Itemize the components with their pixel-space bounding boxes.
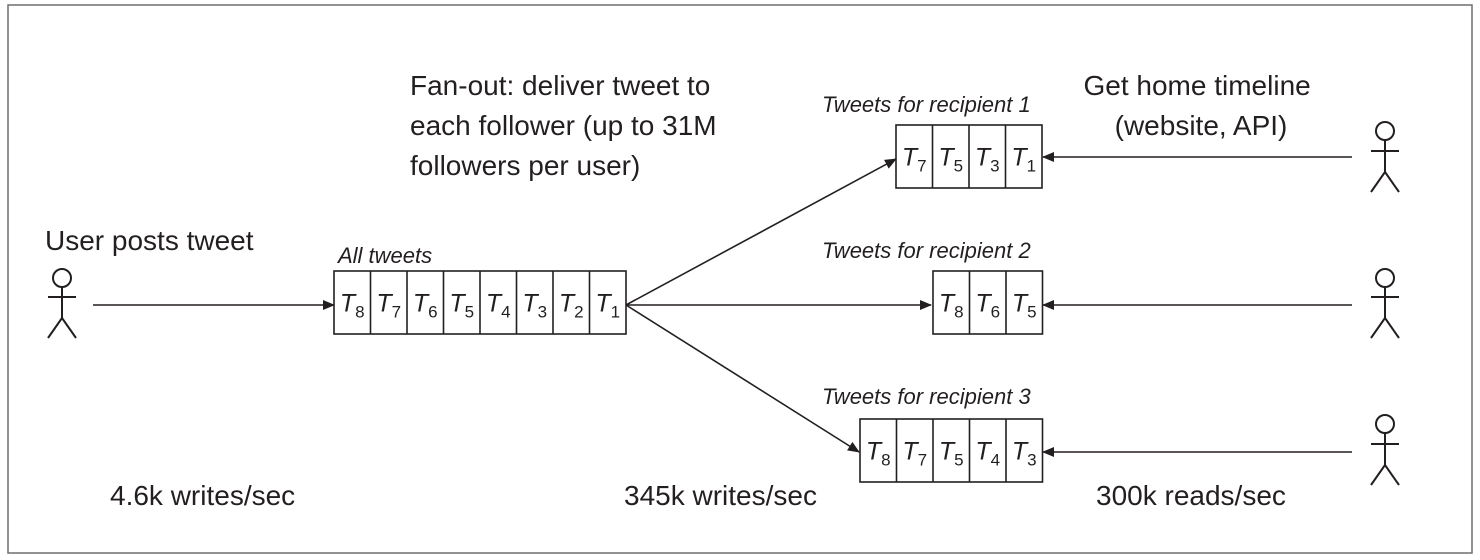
timeline-label-line-1: Get home timeline (1084, 70, 1311, 101)
all-tweets-tweet-cell: T4 (486, 290, 511, 322)
fanout-arrow-recipient-1 (625, 158, 897, 306)
reader-user-icon-2 (1370, 268, 1400, 339)
user-posts-label: User posts tweet (45, 225, 254, 256)
recipient-1-tweet-cell: T5 (938, 144, 963, 176)
all-tweets-caption: All tweets (336, 243, 432, 268)
recipient-2-caption: Tweets for recipient 2 (822, 238, 1031, 263)
recipient-1-queue: T7 T5 T3 T1 (895, 124, 1043, 189)
all-tweets-tweet-cell: T1 (595, 290, 620, 322)
recipient-2-tweet-cell: T8 (939, 290, 964, 322)
fanout-writes-rate-label: 345k writes/sec (624, 480, 817, 511)
recipient-2-box (932, 270, 1044, 335)
recipient-1-tweet-cell: T7 (902, 144, 927, 176)
all-tweets-tweet-cell: T7 (376, 290, 401, 322)
recipient-3-caption: Tweets for recipient 3 (822, 384, 1031, 409)
fanout-label-line-3: followers per user) (410, 150, 640, 181)
posting-user-icon (47, 268, 77, 339)
recipient-3-tweet-cell: T4 (975, 438, 1000, 470)
recipient-1-tweet-cell: T1 (1011, 144, 1036, 176)
recipient-3-queue: T8 T7 T5 T4 T3 (859, 418, 1044, 483)
recipient-3-box (859, 418, 1044, 483)
recipient-3-tweet-cell: T7 (902, 438, 927, 470)
reads-rate-label: 300k reads/sec (1096, 480, 1286, 511)
all-tweets-queue: T8 T7 T6 T5 T4 T3 T2 T1 (333, 270, 627, 335)
recipient-3-tweet-cell: T8 (866, 438, 891, 470)
all-tweets-tweet-cell: T6 (413, 290, 438, 322)
writes-rate-label: 4.6k writes/sec (110, 480, 295, 511)
fanout-label-line-1: Fan-out: deliver tweet to (410, 70, 710, 101)
recipient-3-tweet-cell: T5 (939, 438, 964, 470)
diagram-border (7, 4, 1473, 554)
recipient-1-caption: Tweets for recipient 1 (822, 92, 1031, 117)
all-tweets-tweet-cell: T2 (559, 290, 584, 322)
recipient-2-tweet-cell: T6 (975, 290, 1000, 322)
recipient-3-tweet-cell: T3 (1012, 438, 1037, 470)
reader-user-icon-3 (1370, 414, 1400, 486)
all-tweets-tweet-cell: T3 (522, 290, 547, 322)
recipient-1-tweet-cell: T3 (975, 144, 1000, 176)
timeline-label: Get home timeline (website, API) (1084, 70, 1319, 141)
fanout-label: Fan-out: deliver tweet to each follower … (410, 70, 724, 181)
all-tweets-tweet-cell: T8 (340, 290, 365, 322)
recipient-2-tweet-cell: T5 (1012, 290, 1037, 322)
fanout-label-line-2: each follower (up to 31M (410, 110, 717, 141)
recipient-2-queue: T8 T6 T5 (932, 270, 1044, 335)
reader-user-icon-1 (1370, 121, 1400, 193)
timeline-label-line-2: (website, API) (1115, 110, 1288, 141)
all-tweets-tweet-cell: T5 (449, 290, 474, 322)
fanout-arrow-recipient-3 (625, 304, 860, 453)
